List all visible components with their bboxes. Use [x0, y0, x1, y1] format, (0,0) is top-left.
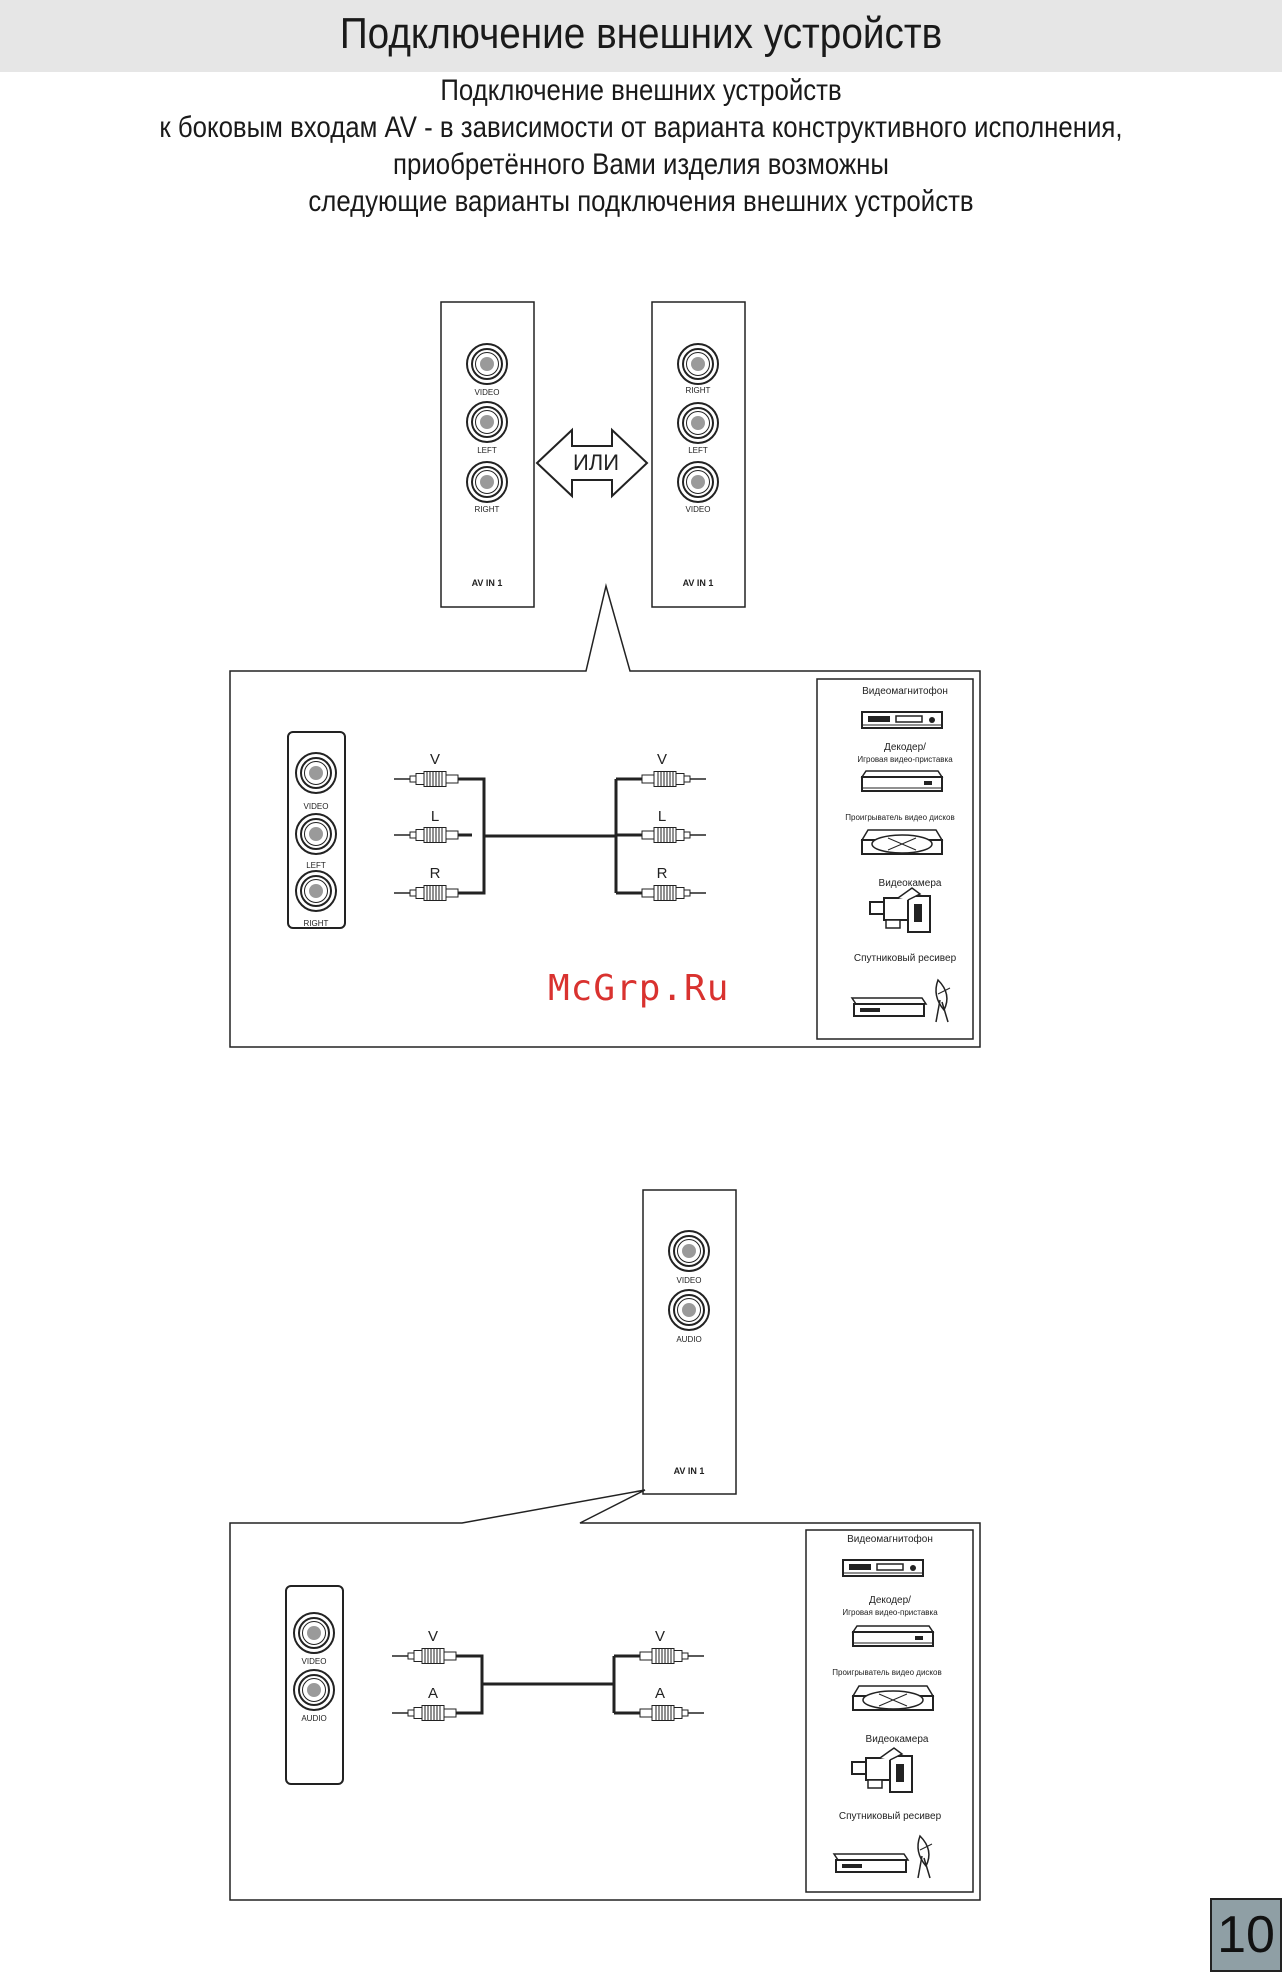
vcr-icon: [842, 1559, 924, 1577]
vcr-icon: [861, 711, 943, 729]
plug-label: V: [657, 751, 667, 768]
plug-label: A: [655, 1685, 665, 1702]
jack-label: VIDEO: [686, 505, 711, 514]
video-jack-icon: [668, 1230, 710, 1272]
plug-label: A: [428, 1685, 438, 1702]
intro-line-2: к боковым входам AV - в зависимости от в…: [159, 111, 1123, 144]
device-label: Спутниковый ресивер: [854, 953, 957, 964]
video-jack-icon: [293, 1612, 335, 1654]
device-label: Проигрыватель видео дисков: [832, 1668, 941, 1677]
or-arrow-icon: ИЛИ: [535, 427, 649, 499]
jack-label: LEFT: [477, 446, 497, 455]
video-jack-icon: [295, 752, 337, 794]
jack-label: VIDEO: [302, 1657, 327, 1666]
plug-label: V: [428, 1628, 438, 1645]
right-jack-icon: [466, 461, 508, 503]
left-jack-icon: [295, 813, 337, 855]
dvd-player-icon: [861, 829, 943, 855]
page-number: 10: [1210, 1898, 1282, 1972]
plug-label: V: [430, 751, 440, 768]
panel-label: AV IN 1: [674, 1466, 705, 1476]
intro-line-1: Подключение внешних устройств: [440, 74, 842, 107]
header-bar: [0, 0, 1282, 72]
right-jack-icon: [295, 870, 337, 912]
av-panel-c: VIDEO AUDIO AV IN 1: [642, 1189, 737, 1495]
video-jack-icon: [677, 461, 719, 503]
video-jack-icon: [466, 343, 508, 385]
jack-label: RIGHT: [686, 386, 711, 395]
decoder-icon: [852, 1625, 934, 1647]
watermark-text: McGrp.Ru: [548, 968, 729, 1009]
callout-box: [229, 1489, 981, 1901]
jack-label: AUDIO: [676, 1335, 701, 1344]
jack-label: VIDEO: [475, 388, 500, 397]
jack-label: RIGHT: [304, 919, 329, 928]
panel-label: AV IN 1: [683, 578, 714, 588]
device-label: Декодер/: [869, 1595, 911, 1606]
device-label: Видеомагнитофон: [847, 1533, 933, 1545]
right-jack-icon: [677, 343, 719, 385]
side-av-panel: VIDEO LEFT RIGHT: [287, 731, 346, 929]
side-av-panel: VIDEO AUDIO: [285, 1585, 344, 1785]
jack-label: LEFT: [306, 861, 326, 870]
device-label: Видеомагнитофон: [862, 685, 948, 697]
device-label: Видеокамера: [879, 878, 942, 889]
jack-label: RIGHT: [475, 505, 500, 514]
devices-list: Видеомагнитофон Декодер/ Игровая видео-п…: [816, 678, 974, 1040]
rca-cable: V A V A: [390, 1628, 706, 1722]
panel-label: AV IN 1: [472, 578, 503, 588]
device-label: Видеокамера: [866, 1734, 929, 1745]
rca-cable: V L R V L R: [392, 751, 708, 902]
decoder-icon: [861, 770, 943, 792]
jack-label: LEFT: [688, 446, 708, 455]
plug-label: R: [430, 865, 441, 882]
left-jack-icon: [677, 402, 719, 444]
intro-line-3: приобретённого Вами изделия возможны: [393, 148, 889, 181]
plug-label: R: [657, 865, 668, 882]
jack-label: VIDEO: [677, 1276, 702, 1285]
plug-label: L: [658, 808, 666, 825]
page-title: Подключение внешних устройств: [339, 9, 943, 58]
device-label: Спутниковый ресивер: [839, 1811, 942, 1822]
devices-list: Видеомагнитофон Декодер/ Игровая видео-п…: [805, 1529, 974, 1893]
intro-line-4: следующие варианты подключения внешних у…: [308, 185, 974, 218]
device-label: Игровая видео-приставка: [857, 755, 953, 764]
intro-text: Подключение внешних устройств к боковым …: [0, 72, 1282, 220]
audio-jack-icon: [668, 1289, 710, 1331]
device-label: Декодер/: [884, 742, 926, 753]
jack-label: VIDEO: [304, 802, 329, 811]
dvd-player-icon: [852, 1685, 934, 1711]
or-label: ИЛИ: [573, 450, 619, 475]
plug-label: V: [655, 1628, 665, 1645]
av-panel-b: RIGHT LEFT VIDEO AV IN 1: [651, 301, 746, 608]
av-panel-a: VIDEO LEFT RIGHT AV IN 1: [440, 301, 535, 608]
jack-label: AUDIO: [301, 1714, 326, 1723]
device-label: Проигрыватель видео дисков: [845, 813, 954, 822]
callout-box: [229, 583, 981, 1048]
audio-jack-icon: [293, 1669, 335, 1711]
left-jack-icon: [466, 401, 508, 443]
plug-label: L: [431, 808, 439, 825]
device-label: Игровая видео-приставка: [842, 1608, 938, 1617]
